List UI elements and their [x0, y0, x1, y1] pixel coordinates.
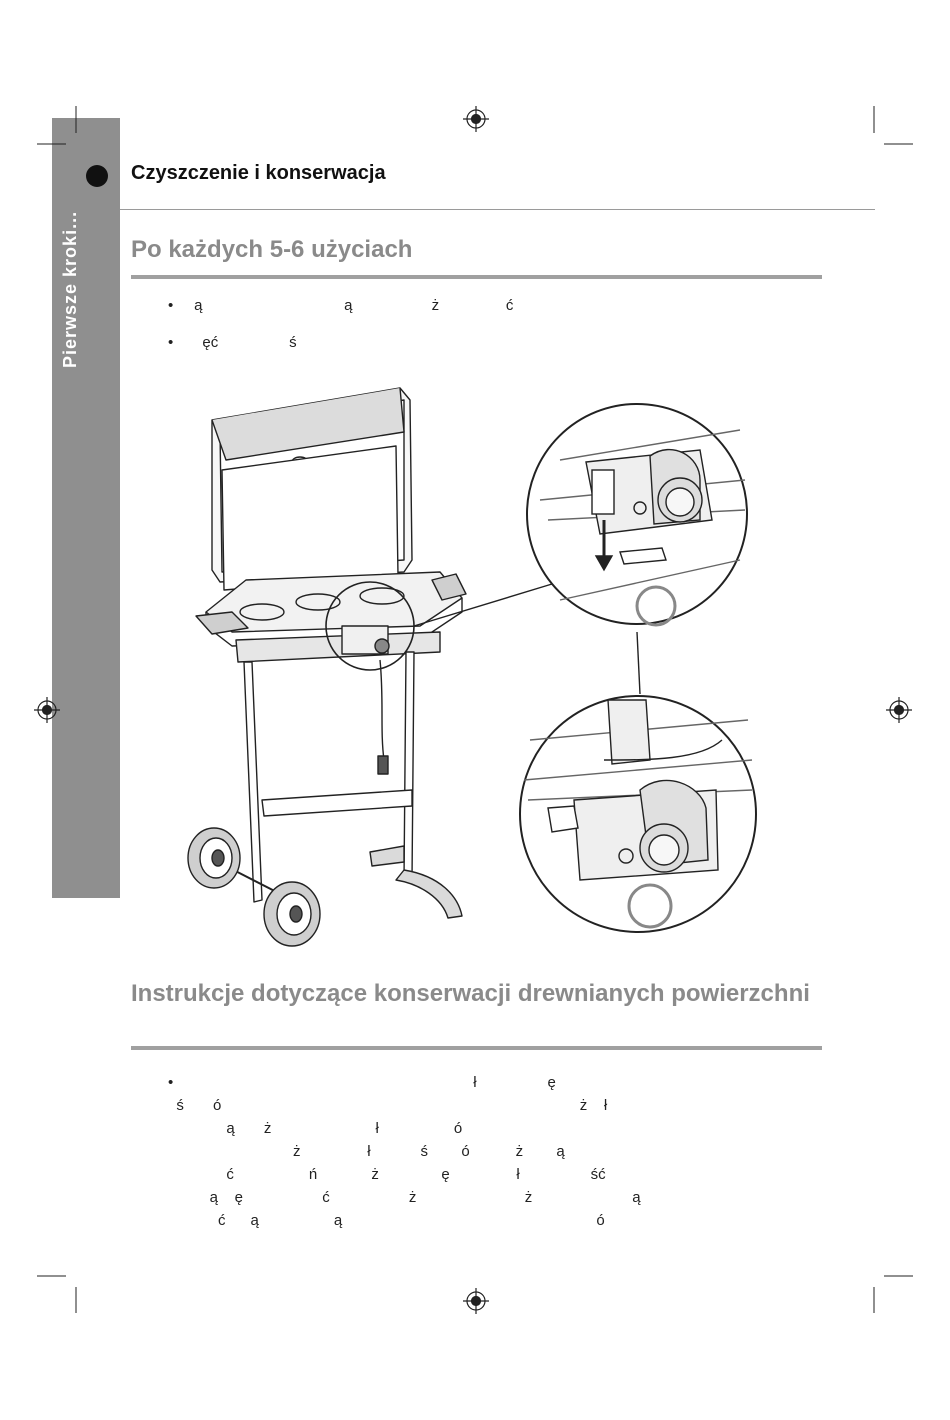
heading-wood-care: Instrukcje dotyczące konserwacji drewnia… [131, 980, 810, 1007]
wheel-icon [263, 881, 321, 947]
crop-marks [37, 106, 913, 1313]
wheel-icon [187, 827, 241, 889]
wood-care-paragraph: • ł ę ś ó ż ł [168, 1074, 641, 1229]
header-divider [120, 209, 875, 210]
control-knob-detail-icon [526, 403, 748, 627]
heading-rule [131, 1046, 822, 1050]
bullet-item: • ą ą ż ć [168, 297, 514, 314]
heading-after-uses: Po każdych 5-6 użyciach [131, 236, 413, 263]
registration-mark-icon [34, 106, 912, 1314]
control-knob-detail-icon [519, 695, 757, 933]
section-title: Czyszczenie i konserwacja [131, 162, 386, 184]
bullet-item: • ęć ś [168, 334, 297, 351]
heading-rule [131, 275, 822, 279]
side-tab-dot [86, 165, 108, 187]
bbq-grill-illustration [187, 387, 641, 947]
side-tab [52, 118, 120, 898]
